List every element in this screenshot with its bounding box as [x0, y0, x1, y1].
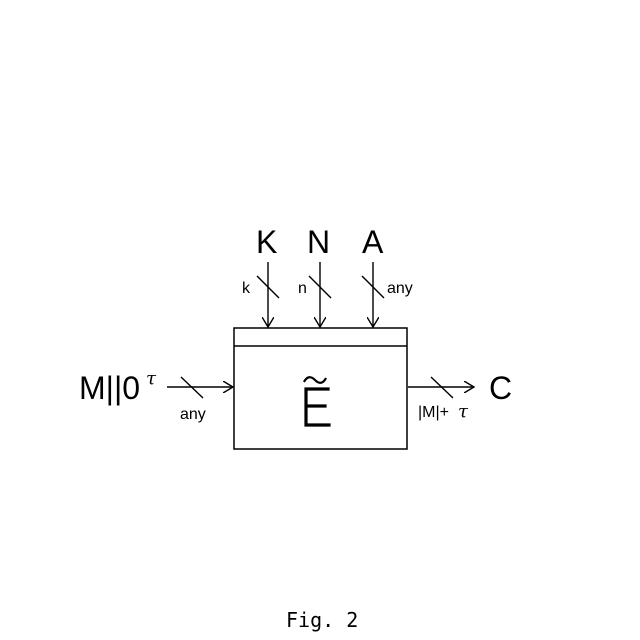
tilde-e-glyph [290, 372, 342, 432]
associated-data-width-label: any [387, 281, 413, 297]
key-label: K [256, 226, 277, 258]
ciphertext-width-tau: τ [458, 403, 468, 421]
figure-caption: Fig. 2 [286, 610, 358, 630]
nonce-width-label: n [298, 281, 307, 297]
key-width-label: k [242, 281, 250, 297]
nonce-label: N [307, 226, 330, 258]
associated-data-label: A [362, 226, 383, 258]
message-tau-superscript: τ [146, 370, 156, 388]
ciphertext-width-label: |M|+ [418, 405, 449, 421]
ciphertext-label: C [489, 372, 512, 404]
message-label: M||0 [79, 372, 140, 404]
message-width-label: any [180, 407, 206, 423]
